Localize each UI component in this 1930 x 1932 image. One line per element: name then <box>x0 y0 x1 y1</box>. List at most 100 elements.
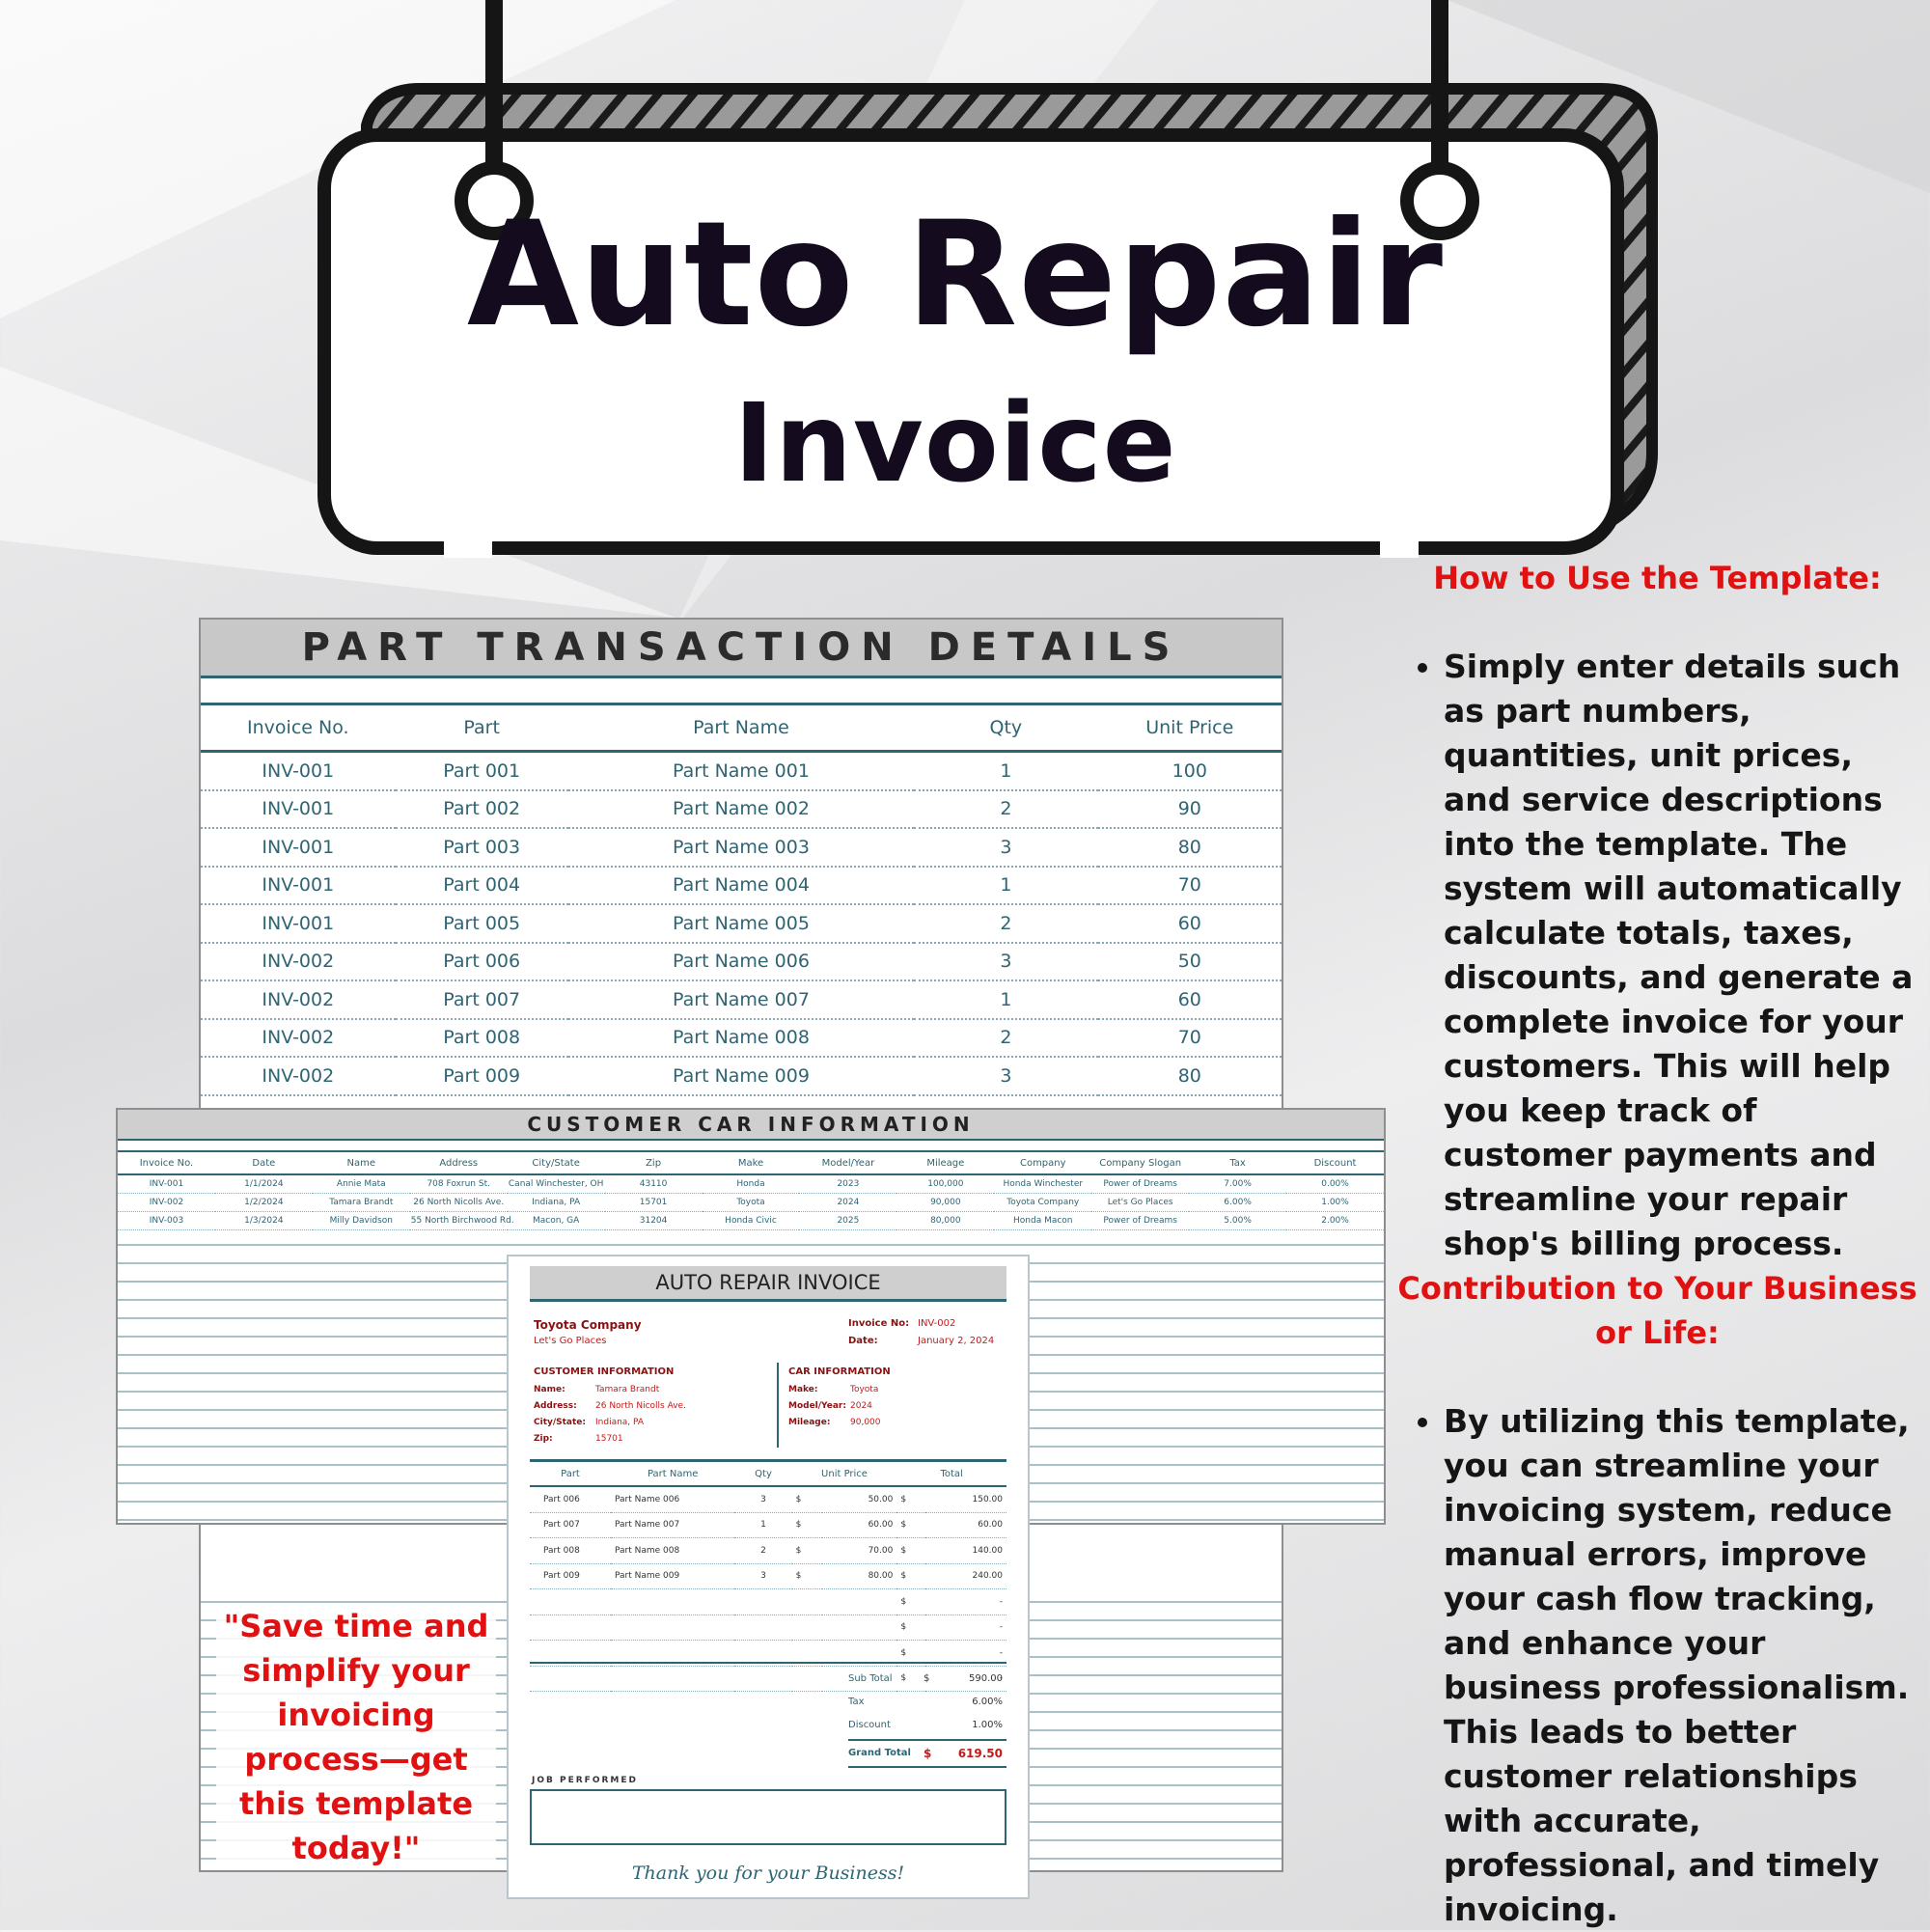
table-cell: $ <box>896 1640 925 1667</box>
table-cell: Part Name 009 <box>610 1563 735 1589</box>
table-cell: INV-001 <box>201 789 396 829</box>
table-cell: 140.00 <box>924 1537 1006 1564</box>
table-cell: 90 <box>1097 789 1282 829</box>
table-cell: Part Name 003 <box>567 828 915 868</box>
table-cell: Canal Winchester, OH <box>507 1174 605 1194</box>
col-header: Address <box>409 1150 508 1175</box>
table-cell <box>530 1640 611 1667</box>
table-cell: Toyota Company <box>994 1193 1092 1212</box>
table-cell: 2023 <box>799 1174 897 1194</box>
sign-title-line2: Invoice <box>733 381 1177 507</box>
table-cell: INV-001 <box>201 751 396 791</box>
car-make-label: Make: <box>788 1385 818 1394</box>
table-cell <box>610 1588 735 1615</box>
table-cell: Honda <box>702 1174 800 1194</box>
cust-name-value: Tamara Brandt <box>595 1385 660 1394</box>
table-cell: Tamara Brandt <box>312 1193 410 1212</box>
subtotal-label: Sub Total <box>848 1673 893 1684</box>
table-cell: Part Name 006 <box>567 942 915 981</box>
table-cell: INV-001 <box>201 904 396 944</box>
table-cell: 60 <box>1097 904 1282 944</box>
table-cell: Part Name 007 <box>567 980 915 1020</box>
how-to-list: Simply enter details such as part number… <box>1390 645 1925 1266</box>
customer-info-heading: CUSTOMER INFORMATION <box>534 1366 675 1377</box>
table-cell: INV-002 <box>201 942 396 981</box>
table-cell <box>610 1666 735 1692</box>
invoice-title: AUTO REPAIR INVOICE <box>530 1266 1006 1302</box>
table-cell: Part Name 009 <box>567 1057 915 1096</box>
how-to-bullet: Simply enter details such as part number… <box>1444 645 1925 1266</box>
cust-name-label: Name: <box>534 1385 565 1394</box>
job-performed-box <box>530 1789 1006 1845</box>
table-cell: 150.00 <box>924 1486 1006 1513</box>
table-cell: 3 <box>734 1563 792 1589</box>
cust-city-label: City/State: <box>534 1418 587 1427</box>
discount-label: Discount <box>848 1720 891 1730</box>
table-cell: Annie Mata <box>312 1174 410 1194</box>
table-cell: 1 <box>914 980 1098 1020</box>
part-table: Invoice No. Part Part Name Qty Unit Pric… <box>201 703 1282 1096</box>
car-make-value: Toyota <box>850 1385 879 1394</box>
table-cell: $ <box>896 1588 925 1615</box>
table-row: $- <box>530 1666 1006 1692</box>
table-cell: Part 004 <box>395 866 568 905</box>
table-cell: 50 <box>1097 942 1282 981</box>
table-cell: Part Name 004 <box>567 866 915 905</box>
table-cell: 60.00 <box>822 1512 897 1538</box>
job-performed-label: JOB PERFORMED <box>532 1776 638 1785</box>
table-cell <box>791 1588 823 1615</box>
tax-label: Tax <box>848 1697 865 1707</box>
table-cell: 240.00 <box>924 1563 1006 1589</box>
how-to-section: How to Use the Template: Simply enter de… <box>1390 556 1925 1266</box>
invoice-date-label: Date: <box>848 1336 878 1346</box>
col-header: Part <box>395 703 568 753</box>
table-cell <box>734 1615 792 1641</box>
col-header: Part Name <box>567 703 915 753</box>
table-cell <box>734 1640 792 1667</box>
table-cell <box>734 1666 792 1692</box>
sign-title-line1: Auto Repair <box>466 191 1445 359</box>
table-cell: $ <box>791 1537 823 1564</box>
contribution-heading-line2: or Life: <box>1595 1314 1720 1351</box>
col-header: Date <box>214 1150 313 1175</box>
car-info-heading: CAR INFORMATION <box>788 1366 891 1377</box>
table-cell: 80.00 <box>822 1563 897 1589</box>
table-cell: 1 <box>914 751 1098 791</box>
invoice-preview: AUTO REPAIR INVOICE Toyota Company Let's… <box>507 1255 1030 1899</box>
col-header: City/State <box>507 1150 605 1175</box>
table-cell <box>530 1666 611 1692</box>
table-cell: Part 002 <box>395 789 568 829</box>
part-sheet-title: PART TRANSACTION DETAILS <box>201 620 1282 678</box>
table-cell: 100,000 <box>896 1174 995 1194</box>
table-cell: 3 <box>914 1057 1098 1096</box>
col-header: Unit Price <box>791 1459 897 1487</box>
grand-total-label: Grand Total <box>848 1748 911 1758</box>
table-cell: 100 <box>1097 751 1282 791</box>
car-mileage-value: 90,000 <box>850 1418 881 1427</box>
sign-board-graphic <box>317 0 1658 558</box>
table-cell <box>822 1640 897 1667</box>
col-header: Part Name <box>610 1459 735 1487</box>
table-cell: $ <box>896 1512 925 1538</box>
table-cell: - <box>924 1588 1006 1615</box>
col-header: Part <box>530 1459 611 1487</box>
table-cell: 60 <box>1097 980 1282 1020</box>
table-cell: Part Name 008 <box>567 1018 915 1058</box>
table-cell: 26 North Nicolls Ave. <box>409 1193 508 1212</box>
col-header: Mileage <box>896 1150 995 1175</box>
table-cell: 1.00% <box>1286 1193 1384 1212</box>
table-cell: 708 Foxrun St. <box>409 1174 508 1194</box>
grand-total-currency: $ <box>924 1747 932 1760</box>
info-divider <box>777 1363 779 1448</box>
table-cell <box>530 1615 611 1641</box>
table-cell: 6.00% <box>1189 1193 1287 1212</box>
table-cell: 70.00 <box>822 1537 897 1564</box>
table-cell: - <box>924 1615 1006 1641</box>
col-header: Total <box>896 1459 1006 1487</box>
invoice-date-value: January 2, 2024 <box>918 1336 995 1346</box>
